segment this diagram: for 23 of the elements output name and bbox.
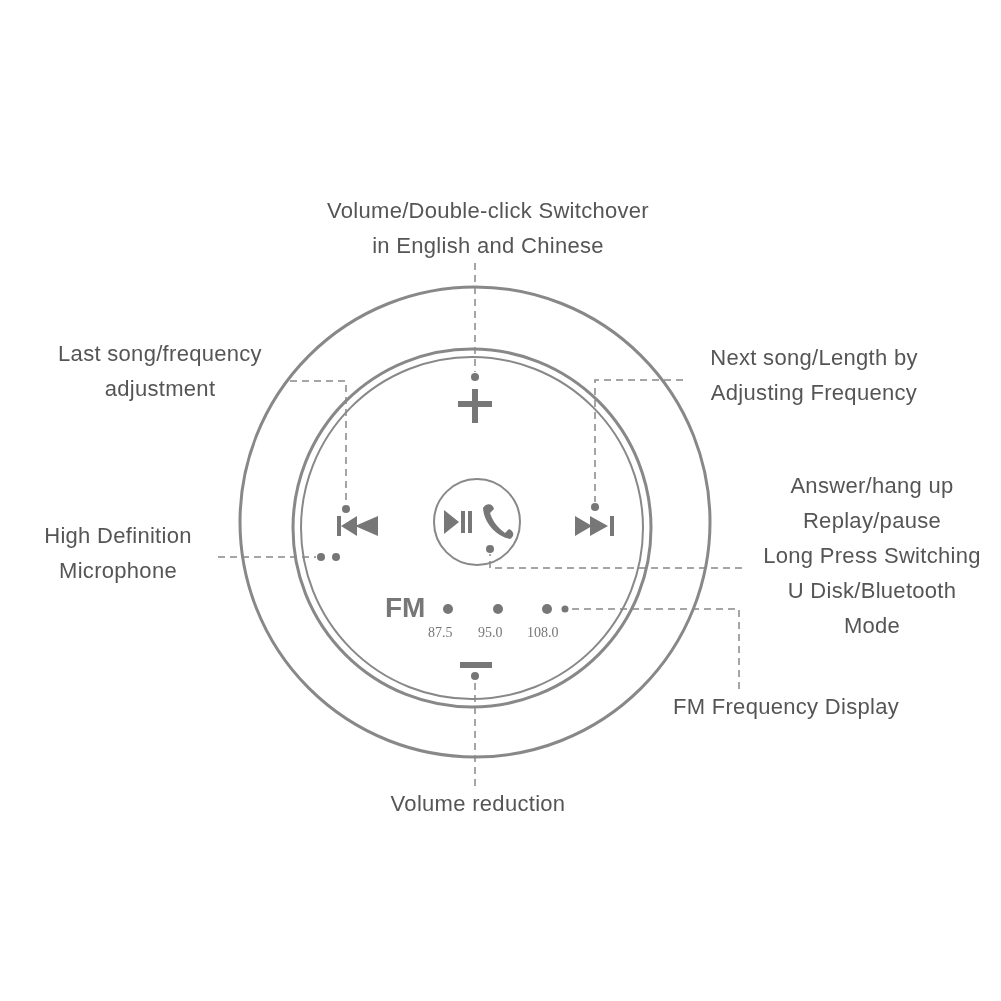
callout-text: Next song/Length by Adjusting Frequency (674, 340, 954, 410)
button-dot (471, 672, 479, 680)
callout-text: FM Frequency Display (636, 689, 936, 724)
leader-line (594, 379, 684, 503)
button-dot (486, 545, 494, 553)
leader-line (217, 556, 317, 558)
callout-text: Volume/Double-click Switchover in English and Chinese (320, 193, 656, 263)
callout-text: Last song/frequency adjustment (25, 336, 295, 406)
frequency-label: 95.0 (478, 625, 503, 641)
leader-line (474, 262, 476, 373)
button-dot (342, 505, 350, 513)
callout-text: Volume reduction (348, 786, 608, 821)
frequency-label: 87.5 (428, 625, 453, 641)
leader-line (474, 680, 476, 787)
leader-line (489, 553, 743, 569)
mode-label: FM (385, 592, 426, 624)
microphone-hole (317, 553, 325, 561)
indicator-dot (561, 605, 569, 613)
button-dot (591, 503, 599, 511)
button-dot (471, 373, 479, 381)
frequency-label: 108.0 (527, 625, 559, 641)
callout-text: Answer/hang up Replay/pause Long Press Switching U Disk/Bluetooth Mode (761, 468, 983, 643)
callout-text: High Definition Microphone (13, 518, 223, 588)
